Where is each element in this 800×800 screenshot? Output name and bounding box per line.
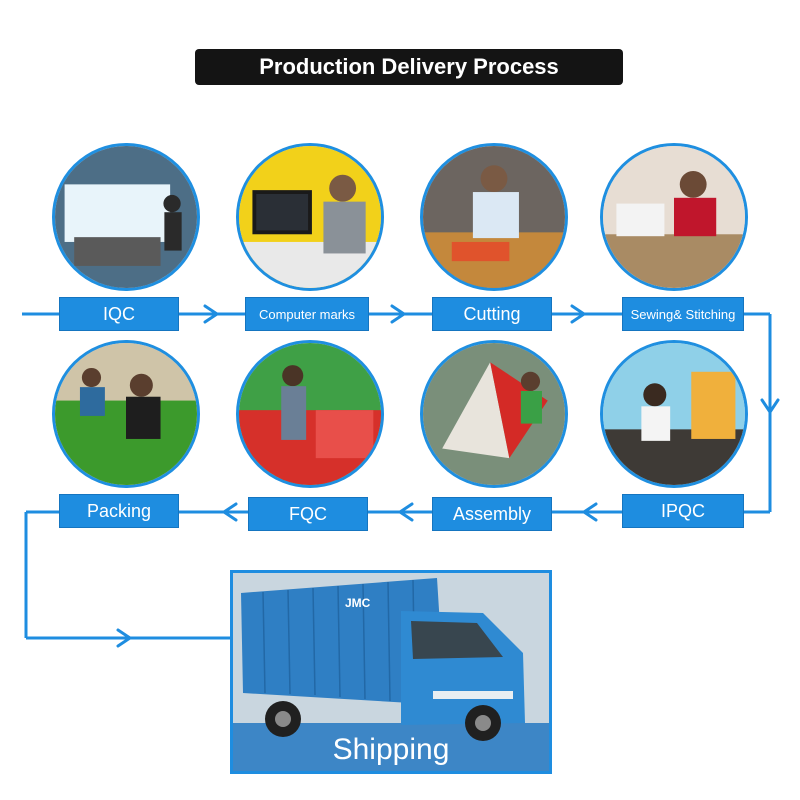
step-iqc-label: IQC xyxy=(59,297,179,331)
step-shipping-label: Shipping xyxy=(332,733,450,766)
step-fqc-label: FQC xyxy=(248,497,368,531)
assembly-photo xyxy=(420,340,568,488)
arrow-left-icon xyxy=(397,502,414,522)
truck-illustration: JMC xyxy=(233,573,549,771)
page-title: Production Delivery Process xyxy=(195,49,623,85)
ipqc-photo xyxy=(600,340,748,488)
arrow-right-icon xyxy=(203,304,220,324)
shipping-photo: JMC Shipping xyxy=(230,570,552,774)
truck-brand-text: JMC xyxy=(345,596,371,610)
sewing-photo xyxy=(600,143,748,291)
arrow-left-icon xyxy=(581,502,598,522)
arrow-down-icon xyxy=(760,398,780,415)
computer-marks-photo xyxy=(236,143,384,291)
step-sewing-label: Sewing& Stitching xyxy=(622,297,744,331)
fqc-photo xyxy=(236,340,384,488)
step-assembly-label: Assembly xyxy=(432,497,552,531)
step-packing-label: Packing xyxy=(59,494,179,528)
packing-photo xyxy=(52,340,200,488)
arrow-left-icon xyxy=(221,502,238,522)
step-ipqc-label: IPQC xyxy=(622,494,744,528)
iqc-photo xyxy=(52,143,200,291)
arrow-right-icon xyxy=(570,304,587,324)
arrow-right-icon xyxy=(390,304,407,324)
step-computer-marks-label: Computer marks xyxy=(245,297,369,331)
step-cutting-label: Cutting xyxy=(432,297,552,331)
arrow-right-icon xyxy=(116,628,133,648)
cutting-photo xyxy=(420,143,568,291)
